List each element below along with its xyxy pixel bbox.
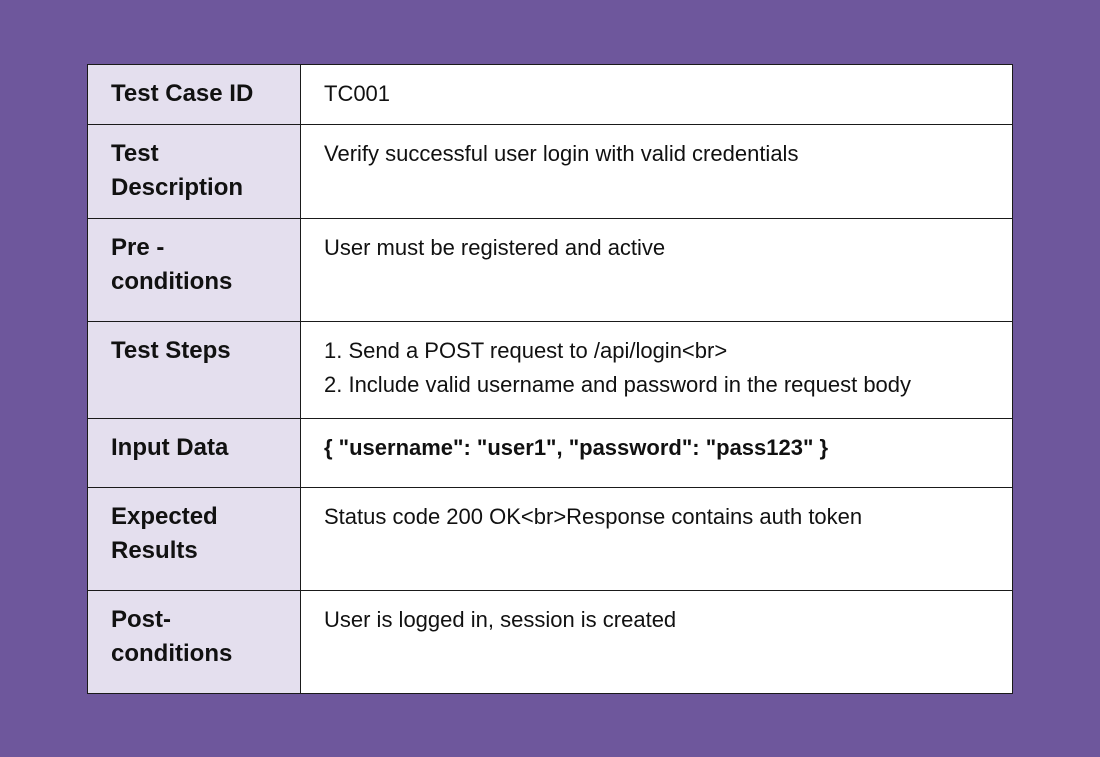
value-expected-results: Status code 200 OK<br>Response contains …	[300, 487, 1013, 591]
label-test-description: Test Description	[87, 124, 301, 219]
value-pre-conditions: User must be registered and active	[300, 218, 1013, 322]
label-test-steps: Test Steps	[87, 321, 301, 419]
value-test-case-id: TC001	[300, 64, 1013, 125]
table-row-input-data: Input Data { "username": "user1", "passw…	[87, 418, 1013, 488]
value-input-data: { "username": "user1", "password": "pass…	[300, 418, 1013, 488]
value-test-description: Verify successful user login with valid …	[300, 124, 1013, 219]
table-row-test-steps: Test Steps 1. Send a POST request to /ap…	[87, 321, 1013, 419]
label-test-case-id: Test Case ID	[87, 64, 301, 125]
table-row-post-conditions: Post- conditions User is logged in, sess…	[87, 590, 1013, 694]
table-row-expected-results: Expected Results Status code 200 OK<br>R…	[87, 487, 1013, 591]
value-post-conditions: User is logged in, session is created	[300, 590, 1013, 694]
value-test-steps: 1. Send a POST request to /api/login<br>…	[300, 321, 1013, 419]
table-row-test-case-id: Test Case ID TC001	[87, 64, 1013, 125]
label-input-data: Input Data	[87, 418, 301, 488]
test-step-2: 2. Include valid username and password i…	[324, 372, 912, 397]
label-expected-results: Expected Results	[87, 487, 301, 591]
table-row-test-description: Test Description Verify successful user …	[87, 124, 1013, 219]
test-case-table: Test Case ID TC001 Test Description Veri…	[87, 64, 1013, 694]
label-post-conditions: Post- conditions	[87, 590, 301, 694]
label-pre-conditions: Pre - conditions	[87, 218, 301, 322]
test-step-1: 1. Send a POST request to /api/login<br>	[324, 338, 728, 363]
table-row-pre-conditions: Pre - conditions User must be registered…	[87, 218, 1013, 322]
